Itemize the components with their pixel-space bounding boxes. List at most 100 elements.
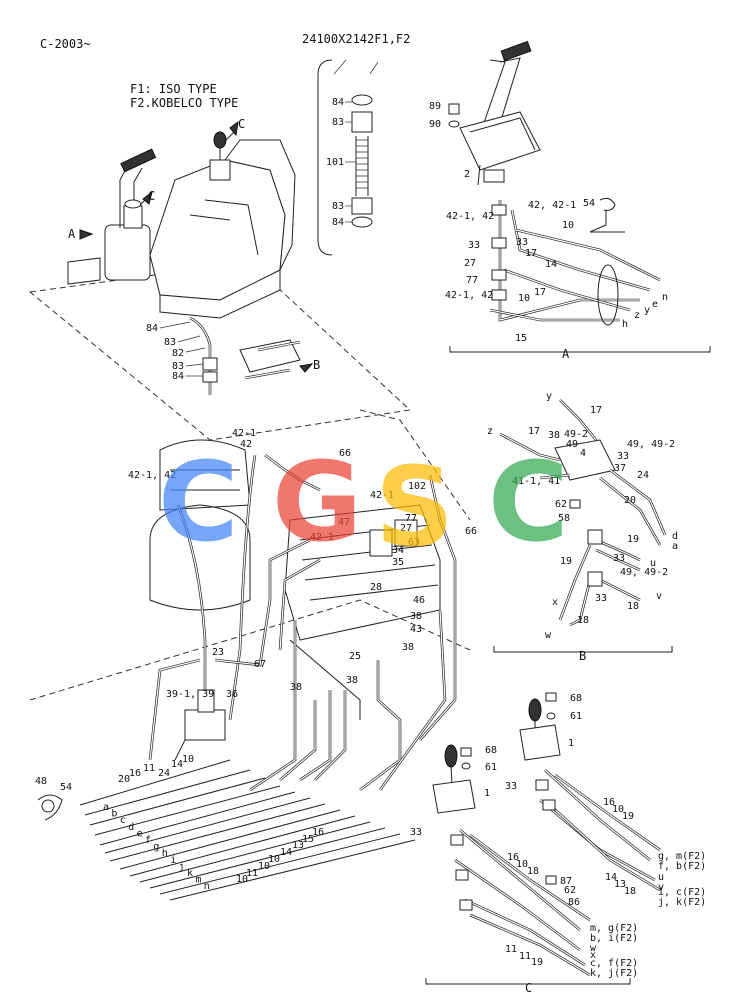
label-19: 19 [531, 957, 543, 968]
label-42-1-42: 42-1, 42 [128, 470, 176, 481]
hose-letter-h: h [162, 848, 168, 859]
label-10: 10 [516, 859, 528, 870]
label-54: 54 [583, 198, 595, 209]
label-62: 62 [555, 499, 567, 510]
hose-letter-m: m [195, 875, 201, 886]
label-83: 83 [332, 117, 344, 128]
flex-tube: 84 83 82 83 84 [146, 316, 218, 395]
label-102: 102 [408, 481, 426, 492]
label-41-1-41: 41-1, 41 [512, 476, 560, 487]
hose-letter-f: f [145, 835, 151, 846]
label-42-1: 42-1 [310, 532, 334, 543]
label-68: 68 [485, 745, 497, 756]
clamp-48 [37, 794, 63, 821]
label-33: 33 [468, 240, 480, 251]
label-62: 62 [564, 885, 576, 896]
label-27: 27 [464, 258, 476, 269]
label-28: 28 [370, 582, 382, 593]
label-38: 38 [548, 430, 560, 441]
label-42-42-1: 42, 42-1 [528, 200, 576, 211]
view-b: y 17 z 17 38 49-2 49 49, 49-2 4 33 37 24… [487, 391, 678, 663]
label-x: x [590, 950, 596, 961]
hose-letter-g: g [153, 842, 159, 853]
label-49: 49 [566, 439, 578, 450]
label-11: 11 [143, 763, 155, 774]
label-18: 18 [527, 866, 539, 877]
hose-number-14: 14 [280, 847, 292, 858]
label-82: 82 [172, 348, 184, 359]
label-25: 25 [349, 651, 361, 662]
label-42-1: 42-1 [370, 490, 394, 501]
label-101: 101 [326, 157, 344, 168]
label-16: 16 [603, 797, 615, 808]
hose-letter-i: i [170, 855, 176, 866]
label-38: 38 [410, 611, 422, 622]
label-j-k-f2: j, k(F2) [658, 897, 706, 908]
label-87: 87 [560, 876, 572, 887]
label-10: 10 [182, 754, 194, 765]
hose-number-10: 10 [236, 874, 248, 885]
seat-assembly [28, 131, 412, 441]
label-89: 89 [429, 101, 441, 112]
view-label-a: A [562, 347, 570, 361]
arrow-label-b: B [313, 358, 320, 372]
hose-letter-b: b [111, 809, 117, 820]
label-10: 10 [612, 804, 624, 815]
label-66: 66 [339, 448, 351, 459]
label-68: 68 [570, 693, 582, 704]
label-u: u [658, 872, 664, 883]
label-77: 77 [466, 275, 478, 286]
label-16: 16 [129, 768, 141, 779]
label-58: 58 [558, 513, 570, 524]
label-33: 33 [617, 451, 629, 462]
hose-letter-c: c [120, 815, 126, 826]
label-35: 35 [392, 557, 404, 568]
label-b-i-f2: b, i(F2) [590, 933, 638, 944]
drawing-code: C-2003~ [40, 37, 91, 51]
label-83: 83 [332, 201, 344, 212]
label-c-f-f2: c, f(F2) [590, 958, 638, 969]
label-84: 84 [332, 97, 344, 108]
label-83: 83 [164, 337, 176, 348]
label-i-c-f2: i, c(F2) [658, 887, 706, 898]
label-38: 38 [290, 682, 302, 693]
label-a: a [672, 541, 678, 552]
view-a-end-e: e [652, 299, 658, 310]
label-48: 48 [35, 776, 47, 787]
label-33: 33 [595, 593, 607, 604]
label-84: 84 [172, 371, 184, 382]
label-y: y [546, 391, 552, 402]
label-17: 17 [534, 287, 546, 298]
hose-number-13: 13 [292, 840, 304, 851]
label-d: d [672, 531, 678, 542]
label-14: 14 [171, 759, 183, 770]
label-86: 86 [568, 897, 580, 908]
view-a: 89 90 2 54 42, 42-1 42-1, 42 10 33 33 17… [429, 40, 711, 361]
label-x: x [552, 597, 558, 608]
label-10: 10 [562, 220, 574, 231]
watermark-letter-c: C [158, 438, 239, 566]
label-13: 13 [614, 879, 626, 890]
hose-number-16: 16 [312, 827, 324, 838]
label-19: 19 [627, 534, 639, 545]
label-18: 18 [577, 615, 589, 626]
label-17: 17 [525, 248, 537, 259]
label-42-1-42: 42-1, 42 [445, 290, 493, 301]
label-39-1-39: 39-1, 39 [166, 689, 214, 700]
label-27: 27 [400, 523, 412, 534]
view-a-end-z: z [634, 310, 640, 321]
label-v: v [658, 882, 664, 893]
label-90: 90 [429, 119, 441, 130]
label-w: w [590, 943, 597, 954]
label-19: 19 [622, 811, 634, 822]
label-10: 10 [518, 293, 530, 304]
label-33: 33 [505, 781, 517, 792]
label-49-49-2: 49, 49-2 [627, 439, 675, 450]
part-number: 24100X2142F1,F2 [302, 32, 410, 46]
label-84: 84 [146, 323, 158, 334]
label-19: 19 [560, 556, 572, 567]
hose-letter-d: d [128, 822, 134, 833]
label-15: 15 [515, 333, 527, 344]
